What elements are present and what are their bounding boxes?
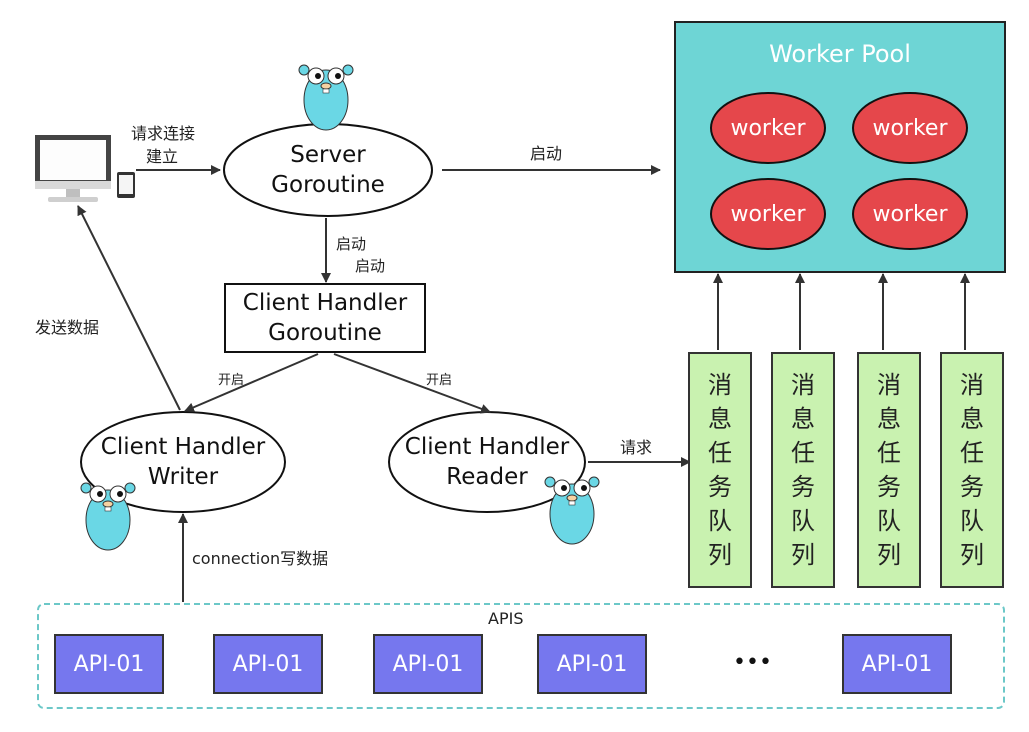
apis-ellipsis: ••• [733,650,772,675]
api-box: API-01 [54,634,164,694]
worker-node: worker [710,92,826,164]
worker-node: worker [852,92,968,164]
apis-container [37,603,1005,709]
queue-char: 列 [708,541,732,569]
computer-icon [35,135,111,202]
queue-char: 务 [877,473,901,501]
queue-char: 队 [960,507,984,535]
queue-char: 任 [877,439,901,467]
client-handler-goroutine-box [224,283,426,353]
client-handler-goroutine-line2: Goroutine [268,320,382,346]
api-box: API-01 [373,634,483,694]
queue-char: 息 [960,405,984,433]
message-queue: 消 息 任 务 队 列 [857,352,921,588]
label-start-handler-b: 启动 [355,257,386,275]
queue-char: 任 [708,439,732,467]
reader-line1: Client Handler [404,434,570,460]
worker-node: worker [852,178,968,250]
arrow-open-reader [333,353,491,414]
worker-pool-title: Worker Pool [769,40,911,68]
queue-char: 列 [960,541,984,569]
client-handler-goroutine: Client Handler Goroutine [225,288,425,348]
queue-char: 息 [708,405,732,433]
queue-char: 务 [708,473,732,501]
label-send-data: 发送数据 [35,318,100,337]
api-box: API-01 [842,634,952,694]
arrow-open-writer [184,353,319,413]
apis-title: APIS [488,609,524,628]
gopher-icon [298,64,354,131]
server-goroutine-line1: Server [290,142,366,168]
queue-char: 队 [877,507,901,535]
writer-line1: Client Handler [100,434,266,460]
message-queue: 消 息 任 务 队 列 [771,352,835,588]
queue-char: 消 [708,371,732,399]
queue-char: 消 [960,371,984,399]
queue-char: 队 [708,507,732,535]
reader-line2: Reader [446,464,528,490]
label-request: 请求 [620,438,653,457]
tablet-icon [117,172,135,198]
client-handler-goroutine-line1: Client Handler [242,290,408,316]
gopher-icon [544,476,600,545]
queue-char: 务 [960,473,984,501]
queue-char: 队 [791,507,815,535]
api-box: API-01 [213,634,323,694]
queue-char: 任 [791,439,815,467]
queue-char: 息 [791,405,815,433]
label-open-writer: 开启 [218,373,245,388]
queue-char: 任 [960,439,984,467]
api-box: API-01 [537,634,647,694]
queue-char: 列 [877,541,901,569]
label-start-handler-a: 启动 [336,235,367,253]
queue-char: 息 [877,405,901,433]
client-handler-reader: Client Handler Reader [389,432,585,492]
message-queue: 消 息 任 务 队 列 [940,352,1004,588]
gopher-icon [80,482,136,551]
server-goroutine-line2: Goroutine [271,172,385,198]
queue-char: 务 [791,473,815,501]
label-connection-write: connection写数据 [192,549,329,568]
worker-node: worker [710,178,826,250]
writer-line2: Writer [147,464,219,490]
message-queue: 消 息 任 务 队 列 [688,352,752,588]
arrow-send-data [77,205,181,411]
label-start-pool: 启动 [530,144,563,163]
server-goroutine: Server Goroutine [226,140,430,200]
label-request-connect-2: 建立 [146,147,179,166]
client-handler-writer: Client Handler Writer [81,432,285,492]
queue-char: 消 [791,371,815,399]
label-request-connect-1: 请求连接 [131,124,196,143]
queue-char: 列 [791,541,815,569]
label-open-reader: 开启 [426,373,453,388]
queue-char: 消 [877,371,901,399]
